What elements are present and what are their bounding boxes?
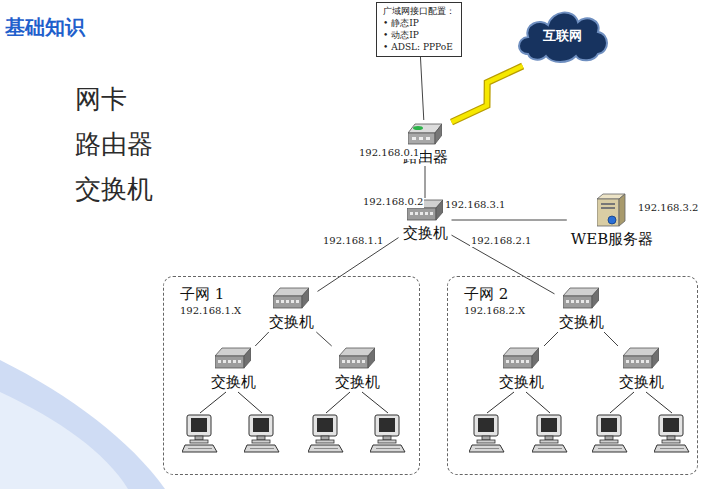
node-label: 互联网: [543, 27, 582, 45]
switch: 交换机: [331, 346, 384, 392]
wire: [362, 392, 388, 413]
lightning-outline: [452, 66, 523, 122]
wire: [487, 392, 514, 413]
connector: [316, 332, 331, 346]
connector: [420, 57, 423, 120]
wan-link: [452, 66, 523, 122]
callout-text: • ADSL: PPPoE: [383, 41, 455, 53]
subnet-region: 子网 2192.168.2.X交换机交换机交换机: [447, 276, 698, 475]
wire: [326, 392, 350, 413]
router-icon: [408, 120, 442, 146]
topic-item: 路由器: [75, 129, 153, 159]
computer-icon: [370, 415, 405, 452]
topic-item: 交换机: [75, 174, 153, 204]
switch: 交换机: [555, 286, 608, 332]
edge-group: [255, 332, 269, 346]
edge-group: [604, 332, 618, 346]
computer-icon: [592, 415, 627, 452]
switch: 交换机: [265, 286, 318, 332]
ip-address: 192.168.3.1: [444, 199, 506, 211]
callout-text: 广域网接口配置：: [383, 5, 455, 17]
edge-group: [316, 332, 331, 346]
ip-address: 192.168.0.2: [362, 196, 424, 208]
switch: 交换机: [495, 346, 548, 392]
ip-address: 192.168.0.1: [358, 147, 420, 159]
edge-group: [425, 166, 426, 198]
node-label: 交换机: [619, 372, 664, 392]
switch: 交换机: [207, 346, 260, 392]
edge-group: [452, 66, 523, 122]
computer-icon: [308, 415, 343, 452]
node-label: 交换机: [269, 312, 314, 332]
wire: [526, 392, 550, 413]
switch-icon: [563, 286, 599, 310]
connector: [255, 332, 269, 346]
computer-icon: [654, 415, 689, 452]
wire: [200, 392, 226, 413]
web-server-icon: [597, 192, 627, 228]
web-server-symbol: [597, 194, 625, 226]
connector: [604, 332, 618, 346]
node-label: 交换机: [211, 372, 256, 392]
switch-icon: [503, 346, 539, 370]
computer-icon: [532, 415, 567, 452]
switch-symbol: [503, 348, 539, 368]
wire: [646, 392, 672, 413]
switch-symbol: [215, 348, 251, 368]
computer-wires: [200, 392, 672, 413]
node-label: WEB服务器: [571, 230, 653, 248]
callout-box: 广域网接口配置：• 静态IP• 动态IP• ADSL: PPPoE: [376, 2, 462, 57]
switch: 交换机: [615, 346, 668, 392]
switch-icon: [273, 286, 309, 310]
edge-group: [420, 57, 423, 120]
corner-swoosh-light: [0, 392, 128, 489]
ip-address: 192.168.3.2: [637, 202, 699, 214]
switch-symbol: [563, 288, 599, 308]
router: 路由器: [399, 120, 452, 166]
computer-icon: [469, 415, 504, 452]
callout-text: • 动态IP: [383, 29, 455, 41]
edge-group: [544, 332, 558, 346]
web-server: WEB服务器: [567, 192, 657, 248]
node-label: 交换机: [499, 372, 544, 392]
connector: [544, 332, 558, 346]
ip-address: 192.168.1.1: [322, 235, 384, 247]
edge-group: [452, 220, 567, 221]
ip-address: 192.168.2.1: [470, 235, 532, 247]
connector: [425, 166, 426, 198]
callout-text: • 静态IP: [383, 17, 455, 29]
switch-icon: [623, 346, 659, 370]
switch-icon: [215, 346, 251, 370]
corner-swoosh: [0, 360, 165, 489]
slide-title: 基础知识: [5, 14, 85, 41]
switch-symbol: [407, 200, 443, 220]
wire: [610, 392, 634, 413]
router-symbol: [408, 124, 442, 144]
switch-symbol: [339, 348, 375, 368]
node-label: 交换机: [559, 312, 604, 332]
computer-icon: [244, 415, 279, 452]
node-label: 交换机: [335, 372, 380, 392]
connector: [452, 220, 567, 221]
switch-symbol: [623, 348, 659, 368]
subnet-region: 子网 1192.168.1.X交换机交换机交换机: [163, 276, 420, 475]
topic-item: 网卡: [75, 84, 127, 114]
wire: [238, 392, 262, 413]
computer-icon: [182, 415, 217, 452]
node-label: 交换机: [403, 224, 448, 242]
internet-cloud: 互联网: [514, 4, 610, 66]
cloud-outline: [519, 13, 607, 62]
computers: [182, 415, 689, 452]
switch-icon: [339, 346, 375, 370]
switch-symbol: [273, 288, 309, 308]
